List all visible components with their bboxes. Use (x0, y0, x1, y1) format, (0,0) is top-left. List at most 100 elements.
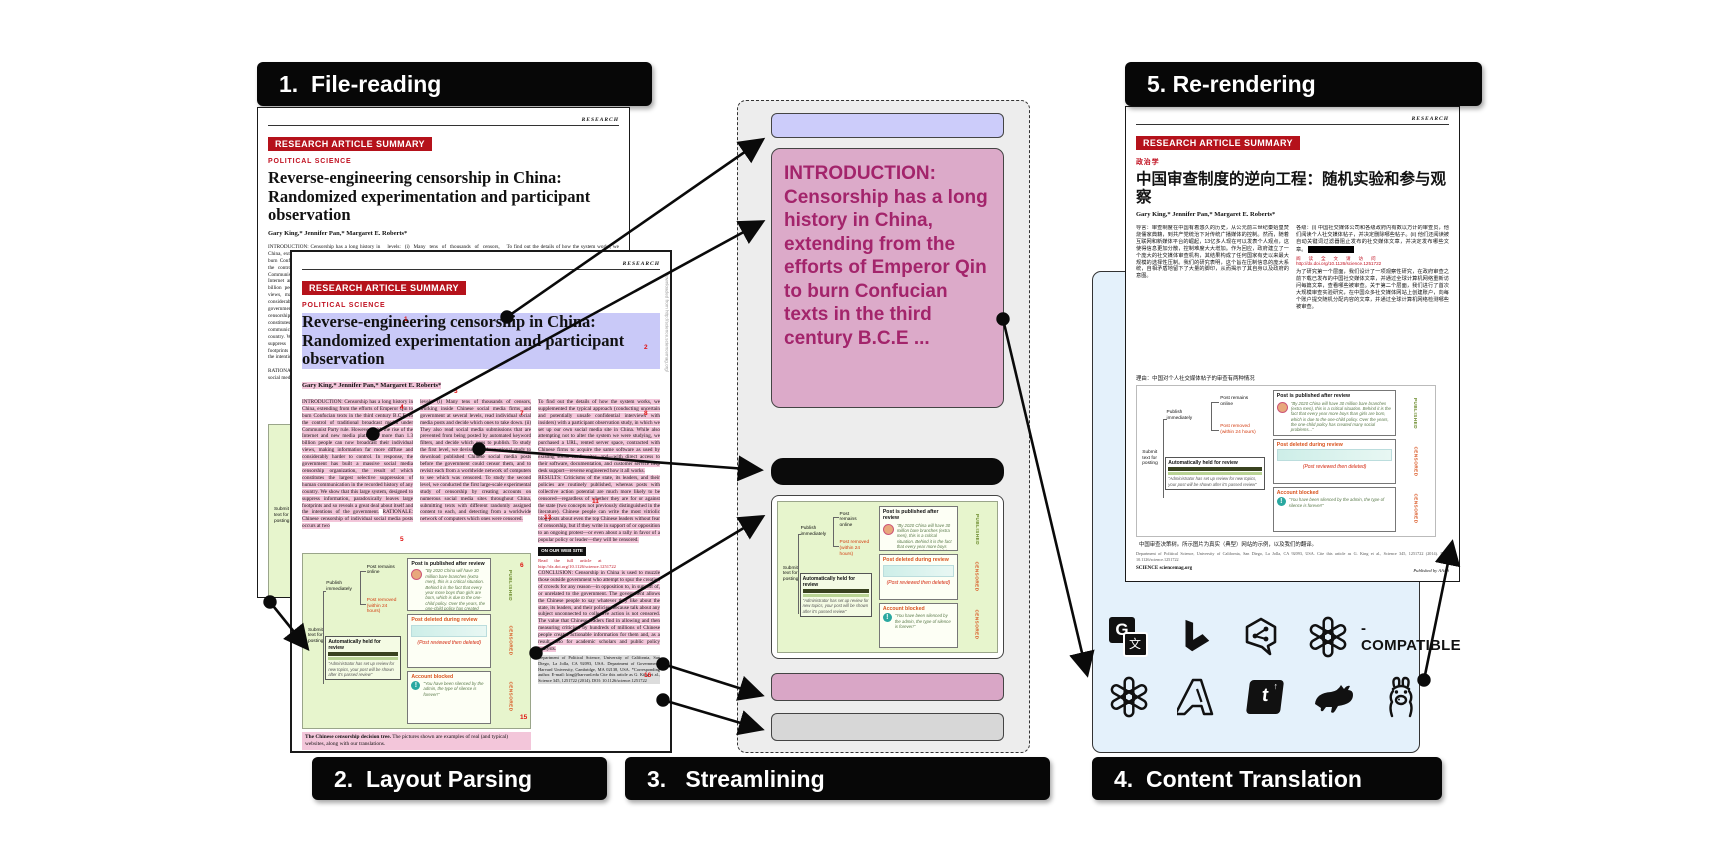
censored-side-label: CENSORED (974, 609, 980, 640)
region-number: 2 (644, 344, 648, 351)
figure-publish-label: Publish immediately (800, 525, 827, 537)
weibo-strip (882, 564, 954, 577)
blocked-quote: "You have been silenced by the admin, th… (894, 613, 951, 629)
censorship-decision-tree-figure: Submit text for posting Publish immediat… (777, 501, 998, 653)
avatar (411, 569, 423, 581)
figure-remains-label: Post remains online (839, 511, 857, 529)
figure-slot-page5: Submit text for posting Publish immediat… (1136, 385, 1437, 538)
affiliation-highlighted: Department of Political Science, Univers… (538, 654, 660, 685)
figure-submit-label: Submit text for posting (273, 507, 290, 524)
redaction-bar (1307, 245, 1354, 253)
connector-line (833, 517, 839, 519)
stage3-label: 3. Streamlining (647, 766, 825, 792)
held-for-review-title: Automatically held for review (1168, 459, 1238, 466)
streamlined-caption-bar (771, 673, 1004, 701)
openai-icon (1107, 675, 1151, 719)
published-header: Post is published after review (1276, 393, 1351, 400)
published-screenshot: Post is published after review "By 2020 … (407, 557, 492, 612)
region-number: 8 (644, 410, 648, 417)
azure-icon (1175, 675, 1219, 719)
screenshot-strip (328, 657, 398, 661)
page-footer: SCIENCE sciencemag.org Published by AAAS (1136, 566, 1449, 574)
held-quote: "Administrator has set up review for new… (1168, 476, 1257, 487)
connector-line (360, 604, 366, 606)
ollama-llama-icon (1379, 675, 1423, 719)
connector-line (797, 534, 799, 614)
screenshot-strip (802, 594, 870, 598)
paper-title-zh: 中国审查制度的逆向工程：随机实验和参与观察 (1136, 171, 1447, 206)
translation-logos-row2: t↑ (1107, 675, 1423, 719)
stage4-label: 4. Content Translation (1114, 766, 1362, 792)
section-label-zh: 政治学 (1136, 159, 1160, 166)
blocked-header: Account blocked (411, 673, 454, 680)
blocked-icon: ! (1276, 497, 1286, 507)
web-badge: ON OUR WEB SITE (538, 546, 586, 557)
published-header: Post is published after review (882, 509, 939, 521)
published-side-label: PUBLISHED (974, 514, 980, 546)
column-1: INTRODUCTION: Censorship has a long hist… (302, 398, 414, 530)
deepseek-whale-icon (1311, 675, 1355, 719)
figure-side-labels: PUBLISHED CENSORED CENSORED (495, 558, 526, 724)
figure-publish-label: Publish immediately (1166, 410, 1193, 421)
figure-publish-label: Publish immediately (326, 581, 352, 592)
connector-line (1162, 418, 1167, 420)
figure-slot-stream: Submit text for posting Publish immediat… (777, 501, 998, 653)
figure-slot-page2: Submit text for posting Publish immediat… (302, 552, 532, 729)
connector-line (360, 571, 362, 605)
censorship-decision-tree-figure: Submit text for posting Publish immediat… (1136, 385, 1437, 538)
paper-authors: Gary King,* Jennifer Pan,* Margaret E. R… (1136, 211, 1276, 218)
journal-header: RESEARCH (302, 261, 660, 270)
figure-remains-label: Post remains online (366, 564, 395, 576)
censored-side-label: CENSORED (508, 625, 514, 656)
figure-lead-zh: 理由：中国对个人社交媒体帖子的审查有两种情况 (1136, 376, 1255, 382)
blocked-header: Account blocked (882, 605, 925, 612)
stage5-label-bar: 5. Re-rendering (1125, 62, 1482, 106)
downloaded-from-sidetext: Downloaded from http://science.sciencema… (664, 272, 669, 372)
region-number: 6 (520, 562, 524, 569)
connector-line (1211, 401, 1219, 403)
column-2: levels: (i) Many tens of thousands of ce… (420, 398, 532, 523)
region-number: 4 (400, 404, 404, 411)
stage1-label-bar: 1. File-reading (257, 62, 652, 106)
held-for-review-box: Automatically held for review "Administr… (799, 572, 873, 617)
held-for-review-title: Automatically held for review (328, 638, 381, 651)
affiliation: Department of Political Science, Univers… (1136, 551, 1449, 562)
blocked-quote: "You have been silenced by the admin, th… (423, 681, 484, 697)
published-quote: "By 2020 China will have 30 million bare… (425, 568, 486, 611)
paper-title-highlighted: Reverse-engineering censorship in China:… (302, 312, 660, 369)
figure-submit-label: Submit text for posting (307, 627, 324, 645)
stage5-label: 5. Re-rendering (1147, 71, 1316, 97)
censored-side-label: CENSORED (974, 561, 980, 593)
web-link: Read the full article at http://dx.doi.o… (538, 558, 616, 570)
connector-line (1162, 418, 1164, 499)
openai-icon (1307, 615, 1350, 659)
article-badge: RESEARCH ARTICLE SUMMARY (302, 280, 466, 295)
held-quote: "Administrator has set up review for new… (328, 661, 395, 677)
censored-side-label: CENSORED (508, 681, 514, 712)
web-link-zh: 阅读全文请访问 http://dx.doi.org/10.1126/scienc… (1296, 255, 1382, 267)
page-layout-parsed: RESEARCH RESEARCH ARTICLE SUMMARY POLITI… (290, 250, 672, 753)
deleted-screenshot: Post deleted during review (Post reviewe… (407, 614, 492, 668)
figure-flowchart: Submit text for posting Publish immediat… (782, 506, 875, 648)
section-label: POLITICAL SCIENCE (268, 158, 352, 165)
connector-line (360, 571, 366, 573)
deleted-note: (Post reviewed then deleted) (1302, 464, 1367, 471)
figure-removed-label: Post removed (within 24 hours) (839, 540, 870, 557)
figure-side-labels: PUBLISHED CENSORED CENSORED (1400, 390, 1431, 532)
bing-icon (1174, 615, 1217, 659)
figure-submit-label: Submit text for posting (782, 565, 799, 583)
region-number: 5 (400, 536, 404, 543)
figure-removed-label: Post removed (within 24 hours) (366, 597, 397, 615)
blocked-icon: ! (882, 613, 892, 623)
article-badge: RESEARCH ARTICLE SUMMARY (1136, 135, 1300, 150)
hex-chat-icon (1240, 615, 1283, 659)
connector-line (797, 534, 801, 536)
figure-side-labels: PUBLISHED CENSORED CENSORED (962, 506, 993, 648)
tencent-translate-icon: t↑ (1243, 675, 1287, 719)
deleted-header: Post deleted during review (882, 557, 949, 564)
figure-screenshots: Post is published after review "By 2020 … (407, 557, 492, 724)
censored-side-label: CENSORED (1413, 446, 1419, 477)
column-3: To find out the details of how the syste… (538, 398, 660, 685)
